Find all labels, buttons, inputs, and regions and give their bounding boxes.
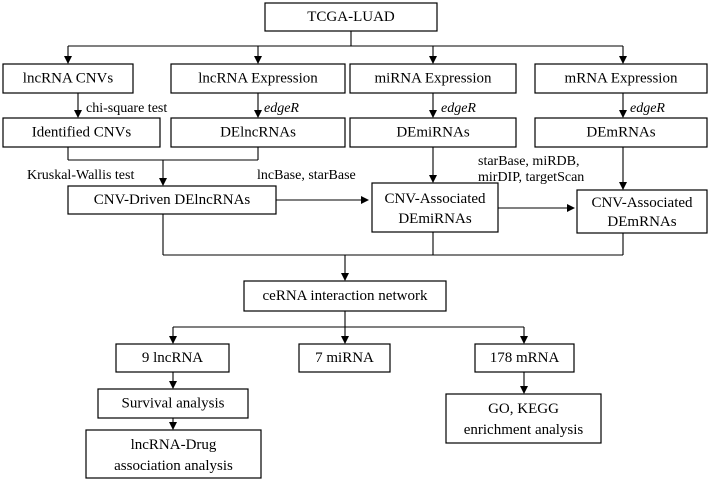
svg-text:DEmRNAs: DEmRNAs [586,125,655,141]
node-cnv-associated-demirnas: CNV-Associated DEmiRNAs [371,182,499,233]
label-mirdip-targetscan: mirDIP, targetScan [478,170,584,185]
node-mrna-expression: mRNA Expression [534,63,708,94]
svg-text:7 miRNA: 7 miRNA [315,350,374,366]
svg-text:lncRNA CNVs: lncRNA CNVs [23,71,114,87]
svg-text:Identified CNVs: Identified CNVs [32,125,132,141]
svg-text:DElncRNAs: DElncRNAs [220,125,296,141]
label-kruskal-wallis-test: Kruskal-Wallis test [27,168,134,183]
node-delncrnas: DElncRNAs [170,117,346,148]
node-demirnas: DEmiRNAs [349,117,517,148]
node-cnv-driven-delncrnas: CNV-Driven DElncRNAs [67,185,277,215]
node-lncrna-drug-analysis: lncRNA-Drug association analysis [85,429,262,479]
node-mirna-expression: miRNA Expression [349,63,517,94]
label-starbase-mirdb: starBase, miRDB, [478,154,580,169]
node-tcga-luad: TCGA-LUAD [264,2,438,32]
node-7-mirna: 7 miRNA [298,343,391,373]
svg-text:TCGA-LUAD: TCGA-LUAD [307,9,395,25]
svg-text:ceRNA interaction network: ceRNA interaction network [263,288,428,304]
label-chi-square-test: chi-square test [86,101,167,116]
label-edger-mirna: edgeR [441,101,476,116]
svg-text:CNV-Associated: CNV-Associated [384,191,486,207]
svg-text:DEmiRNAs: DEmiRNAs [396,125,470,141]
label-edger-mrna: edgeR [630,101,665,116]
svg-text:9 lncRNA: 9 lncRNA [142,350,203,366]
node-178-mrna: 178 mRNA [474,343,575,373]
node-survival-analysis: Survival analysis [97,388,249,419]
node-lncrna-expression: lncRNA Expression [170,63,346,94]
svg-text:Survival analysis: Survival analysis [122,396,225,412]
svg-text:association analysis: association analysis [114,458,233,474]
node-go-kegg-enrichment: GO, KEGG enrichment analysis [445,393,602,444]
svg-text:CNV-Associated: CNV-Associated [591,195,693,211]
node-9-lncrna: 9 lncRNA [115,343,230,373]
svg-text:enrichment analysis: enrichment analysis [464,422,584,438]
svg-text:lncRNA-Drug: lncRNA-Drug [131,437,217,453]
svg-text:GO, KEGG: GO, KEGG [488,401,559,417]
node-demrnas: DEmRNAs [534,117,708,148]
node-lncrna-cnvs: lncRNA CNVs [2,63,134,94]
node-cnv-associated-demrnas: CNV-Associated DEmRNAs [576,189,708,234]
svg-text:mRNA Expression: mRNA Expression [565,71,678,87]
node-cerna-network: ceRNA interaction network [243,280,447,312]
svg-text:DEmiRNAs: DEmiRNAs [398,211,472,227]
label-lncbase-starbase: lncBase, starBase [257,168,356,183]
svg-text:178 mRNA: 178 mRNA [490,350,560,366]
label-edger-lncrna: edgeR [264,101,299,116]
svg-text:DEmRNAs: DEmRNAs [607,214,676,230]
svg-text:lncRNA Expression: lncRNA Expression [198,71,318,87]
svg-text:CNV-Driven DElncRNAs: CNV-Driven DElncRNAs [94,192,251,208]
node-identified-cnvs: Identified CNVs [2,117,161,148]
svg-text:miRNA Expression: miRNA Expression [374,71,492,87]
